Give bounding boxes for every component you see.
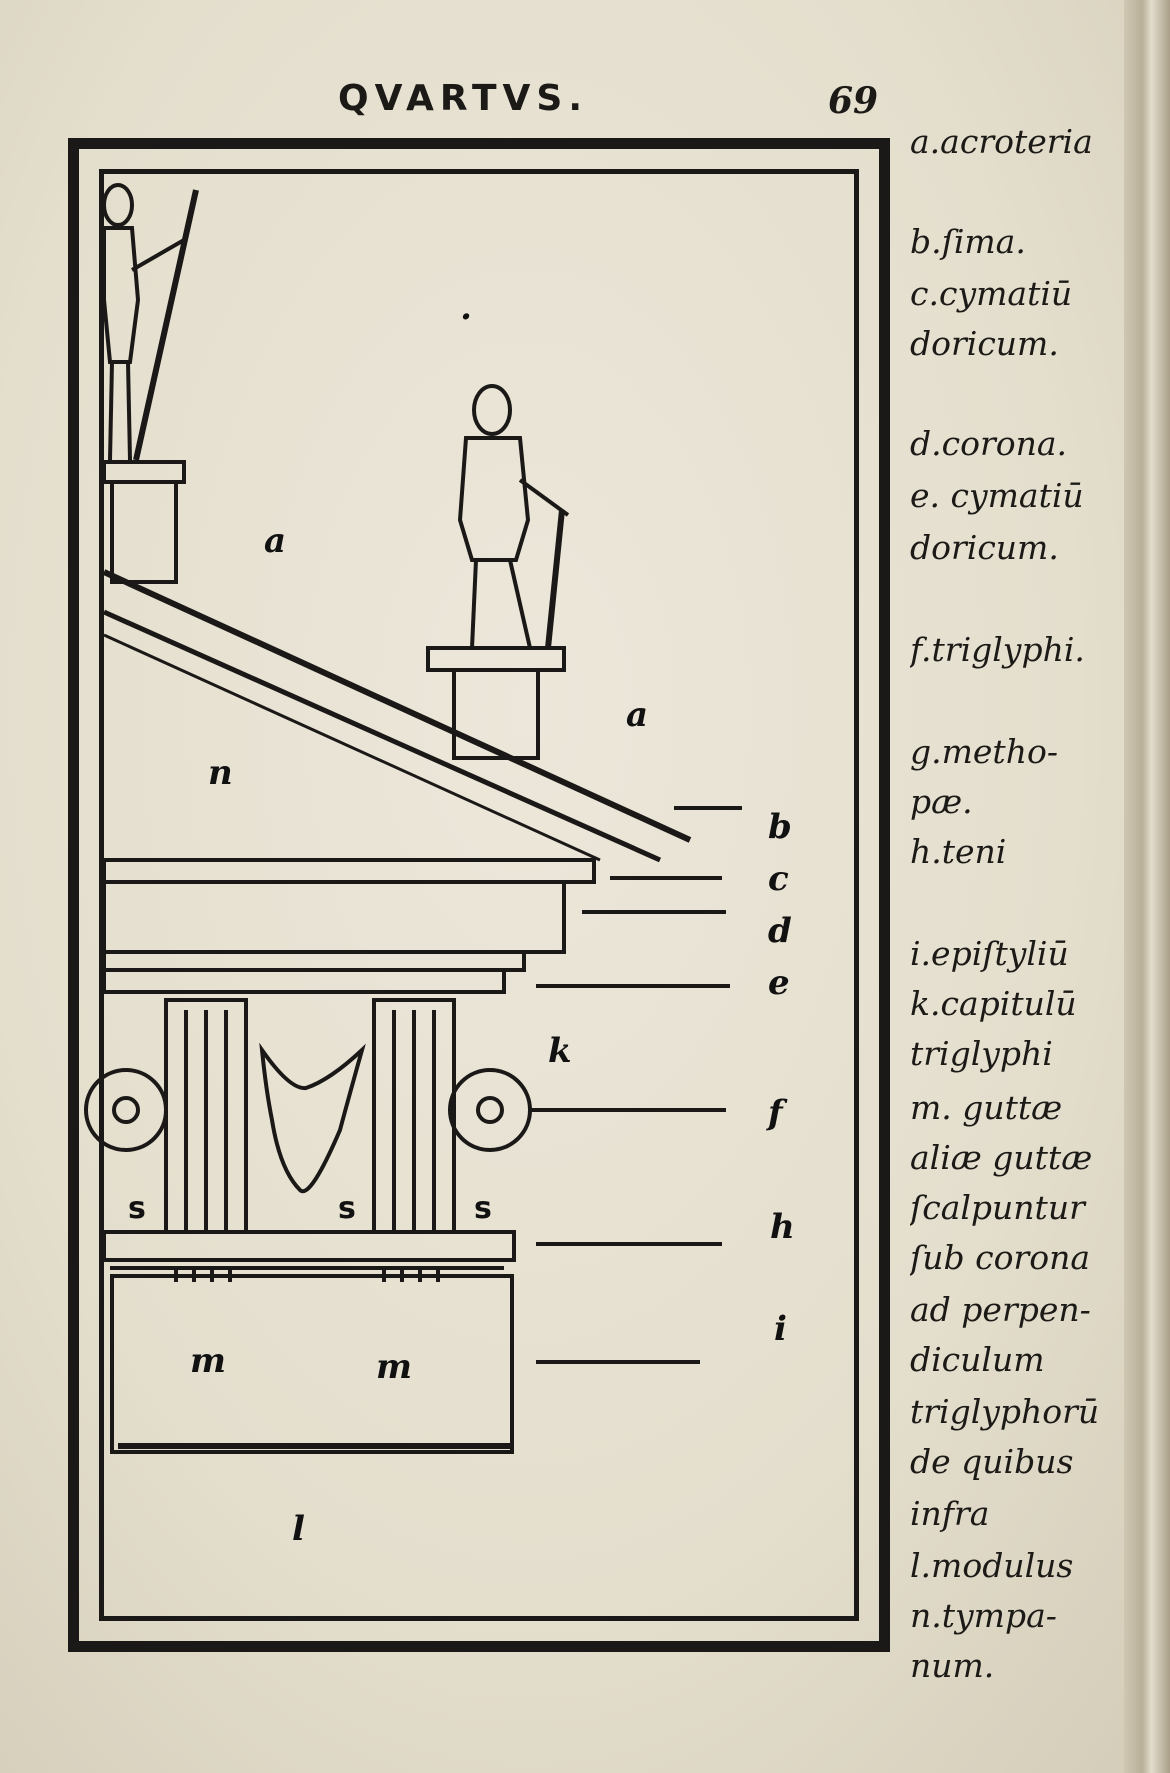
capital-band <box>102 968 506 994</box>
guttae-right <box>382 1268 440 1282</box>
label-e: e <box>768 963 790 1003</box>
label-m-1: m <box>190 1341 226 1381</box>
lower-cymatium-band <box>102 950 526 972</box>
caption-line-11: h.teni <box>910 832 1007 871</box>
caption-line-18: ſub corona <box>910 1238 1091 1277</box>
caption-line-8: f.triglyphi. <box>910 630 1085 669</box>
label-s-1: s <box>128 1191 146 1226</box>
caption-line-15: m. guttæ <box>910 1088 1063 1127</box>
woodcut-figure-frame <box>68 138 890 1652</box>
label-a-2: a <box>626 695 648 735</box>
caption-line-4: doricum. <box>910 324 1059 363</box>
corona-band <box>102 880 566 954</box>
caption-line-3: c.cymatiū <box>910 274 1073 313</box>
label-c: c <box>768 859 789 899</box>
caption-line-21: triglyphorū <box>910 1392 1100 1431</box>
label-s-2: s <box>338 1191 356 1226</box>
guttae-left <box>174 1268 232 1282</box>
label-i: i <box>774 1309 787 1349</box>
tenia-band <box>102 1230 516 1262</box>
caption-line-1: a.acroteria <box>910 122 1093 161</box>
caption-line-26: num. <box>910 1646 995 1685</box>
caption-line-6: e. cymatiū <box>910 476 1084 515</box>
woodcut-figure-inner-frame <box>99 169 859 1621</box>
caption-line-19: ad perpen- <box>910 1290 1091 1329</box>
label-d: d <box>768 911 792 951</box>
label-h: h <box>770 1207 795 1247</box>
caption-line-9: g.metho- <box>910 732 1058 771</box>
left-acroterium-cap <box>102 460 186 484</box>
label-m-2: m <box>376 1347 412 1387</box>
label-l: l <box>292 1509 305 1549</box>
pediment-raking-cornice-top <box>102 569 692 843</box>
caption-line-17: ſcalpuntur <box>910 1188 1085 1227</box>
left-statue-figure <box>102 183 199 461</box>
caption-line-24: l.modulus <box>910 1546 1074 1585</box>
pediment-raking-cornice-bottom <box>102 609 662 863</box>
label-n: n <box>208 753 233 793</box>
center-statue-figure <box>457 384 570 649</box>
caption-line-5: d.corona. <box>910 424 1068 463</box>
caption-line-10: pæ. <box>910 782 973 821</box>
label-b: b <box>768 807 792 847</box>
caption-line-25: n.tympa- <box>910 1596 1057 1635</box>
caption-line-16: aliæ guttæ <box>910 1138 1093 1177</box>
center-acroterium-cap <box>426 646 566 672</box>
caption-line-20: diculum <box>910 1340 1045 1379</box>
caption-line-14: triglyphi <box>910 1034 1053 1073</box>
caption-line-13: k.capitulū <box>910 984 1077 1023</box>
cymatium-band <box>102 858 596 884</box>
rosette-right <box>448 1068 532 1152</box>
bucranium-ornament <box>259 1042 366 1194</box>
label-k: k <box>548 1031 572 1071</box>
book-gutter <box>1124 0 1170 1773</box>
epistylium-block <box>110 1274 514 1454</box>
label-s-3: s <box>474 1191 492 1226</box>
center-acroterium-pedestal <box>452 668 540 760</box>
rosette-left <box>84 1068 168 1152</box>
caption-line-22: de quibus <box>910 1442 1074 1481</box>
left-acroterium-pedestal <box>110 480 178 584</box>
caption-line-12: i.epiſtyliū <box>910 934 1069 973</box>
running-header-title: QVARTVS. <box>338 78 589 119</box>
label-f: f <box>766 1093 788 1133</box>
label-a-1: a <box>264 521 286 561</box>
figure-dot: · <box>460 297 472 337</box>
caption-line-23: infra <box>910 1494 990 1533</box>
caption-line-2: b.ſima. <box>910 222 1026 261</box>
page-number: 69 <box>828 80 879 122</box>
caption-line-7: doricum. <box>910 528 1059 567</box>
